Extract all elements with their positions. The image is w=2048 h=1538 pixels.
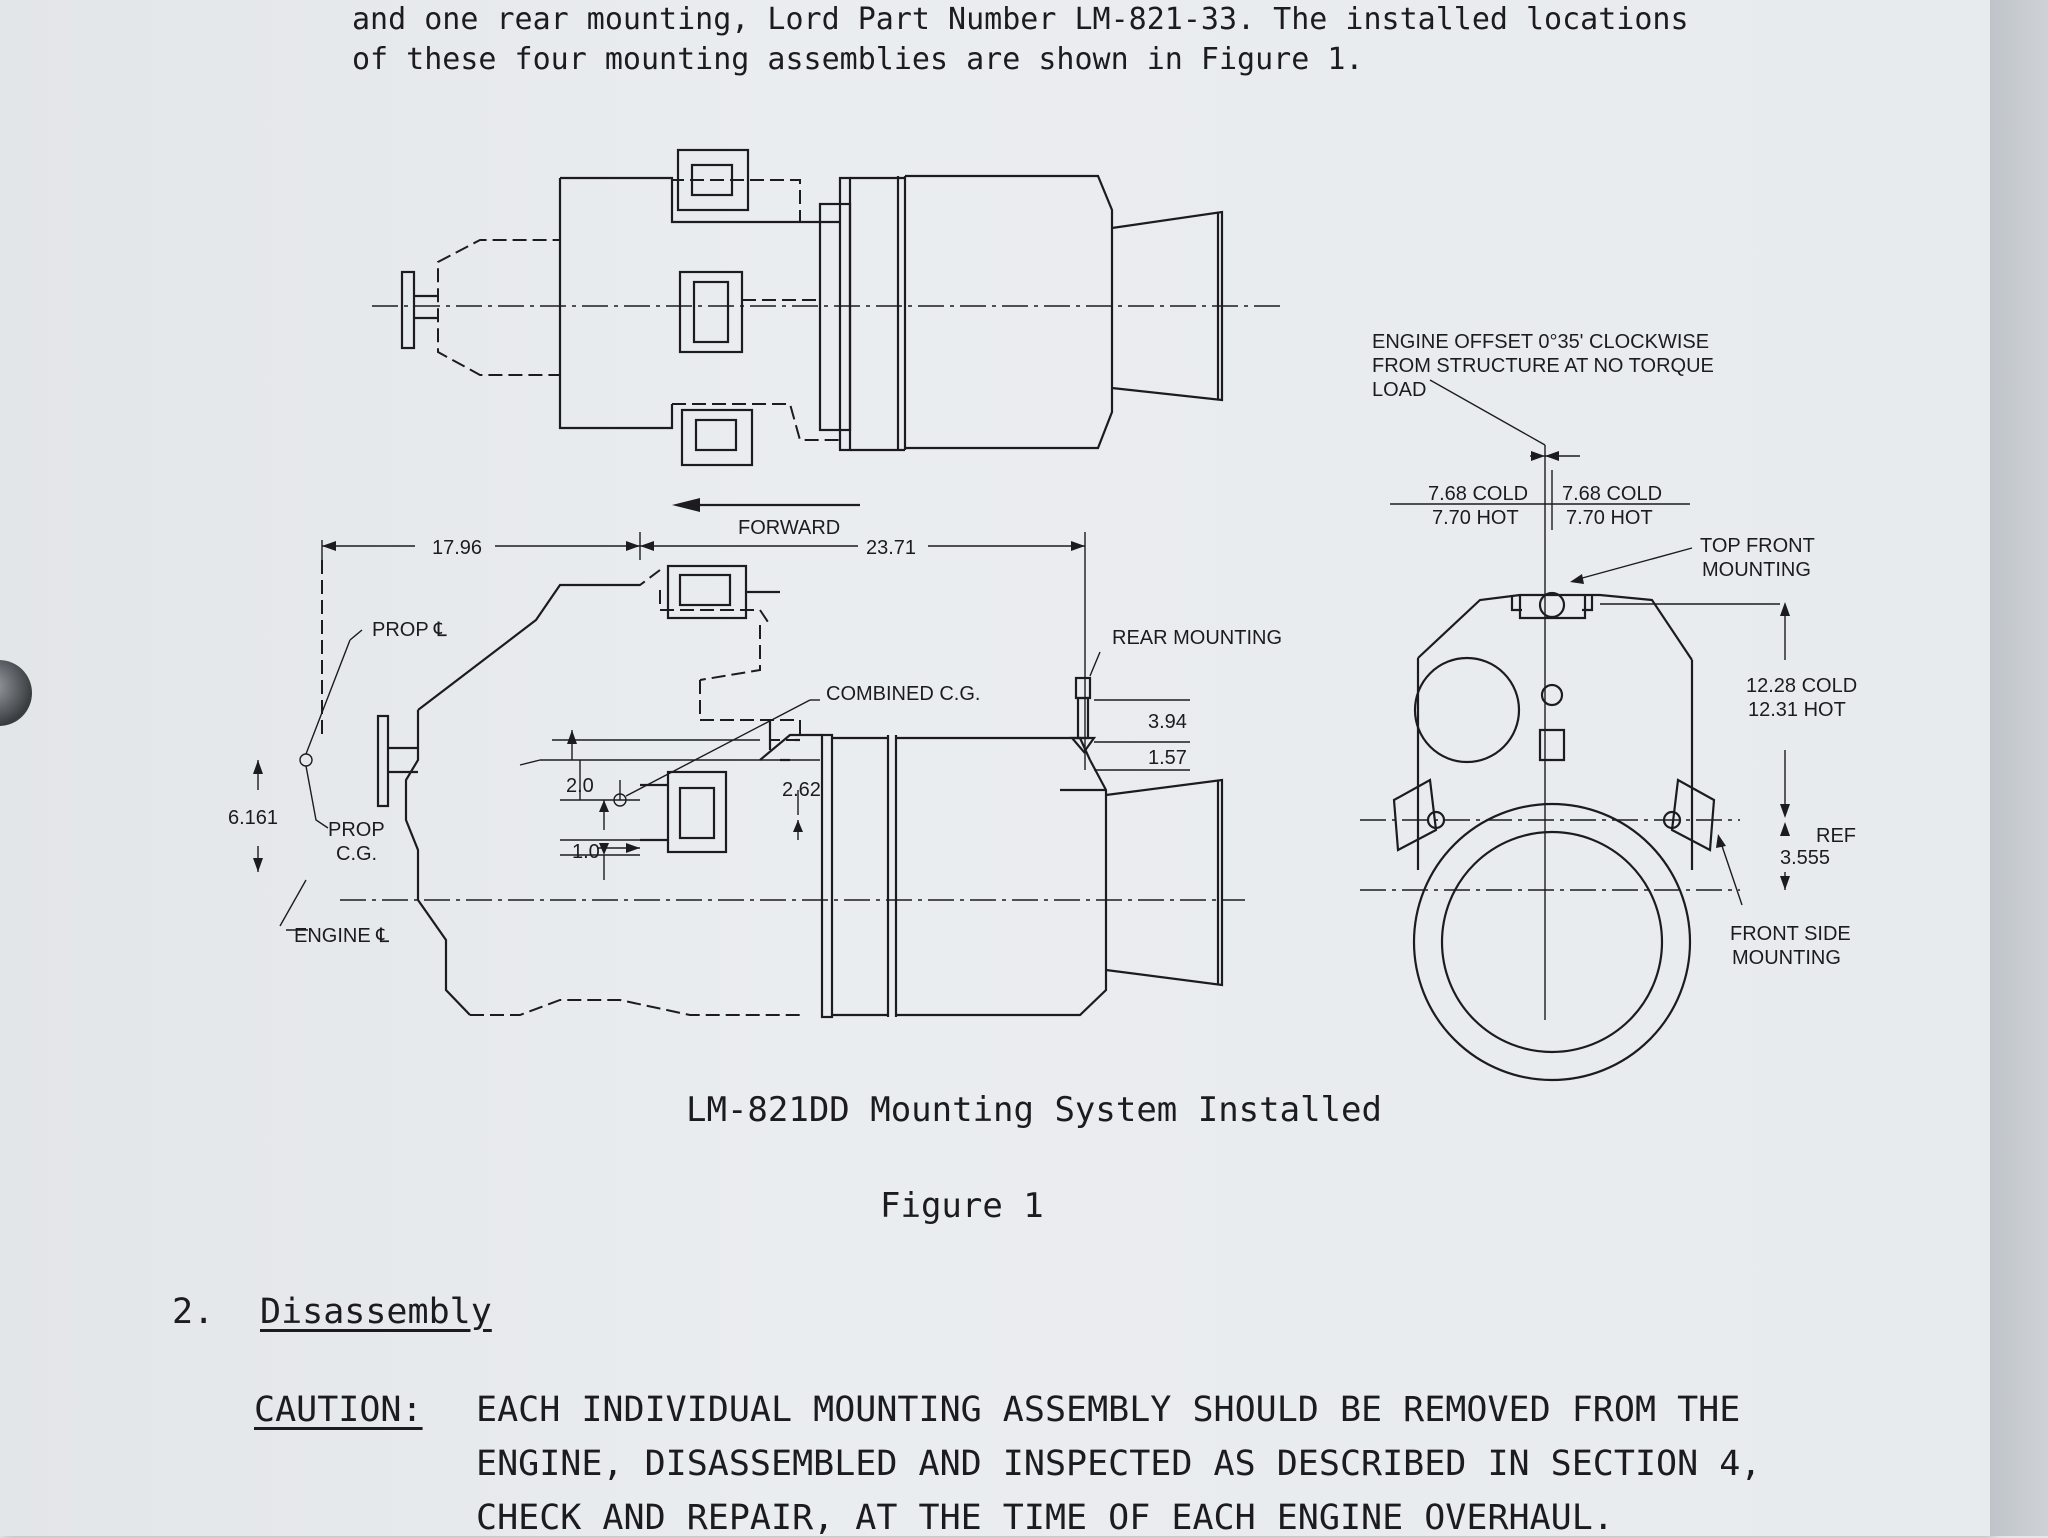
right-hot-dim: 7.70 HOT (1566, 507, 1653, 529)
intro-line-2: of these four mounting assemblies are sh… (352, 42, 1364, 77)
forward-arrow (672, 498, 860, 512)
section-number: 2. (172, 1292, 215, 1332)
side-view-drawing (321, 560, 1245, 1019)
height-hot-dim: 12.31 HOT (1748, 699, 1846, 721)
dim-23-71: 23.71 (866, 537, 916, 559)
top-dimension-line (321, 532, 1086, 680)
combined-cg-label: COMBINED C.G. (826, 683, 980, 705)
dim-3-94: 3.94 (1148, 711, 1187, 733)
dim-2-0: 2.0 (566, 775, 594, 797)
dim-2-62: 2.62 (782, 779, 821, 801)
front-side-mounting-label-2: MOUNTING (1732, 947, 1841, 969)
dim-17-96: 17.96 (432, 537, 482, 559)
section-title: Disassembly (260, 1292, 492, 1332)
offset-note-line-1: ENGINE OFFSET 0°35' CLOCKWISE (1372, 331, 1709, 353)
page-edge (1990, 0, 2048, 1536)
caution-line-2: ENGINE, DISASSEMBLED AND INSPECTED AS DE… (476, 1444, 1762, 1484)
dim-1-0: 1.0 (572, 841, 600, 863)
prop-centerline-label: PROP ℄ (372, 619, 447, 641)
rear-mounting-label: REAR MOUNTING (1112, 627, 1282, 649)
figure-caption-title: LM-821DD Mounting System Installed (686, 1090, 1382, 1130)
offset-note-line-2: FROM STRUCTURE AT NO TORQUE (1372, 355, 1714, 377)
prop-cg-label-2: C.G. (336, 843, 377, 865)
caution-line-3: CHECK AND REPAIR, AT THE TIME OF EACH EN… (476, 1498, 1614, 1538)
top-front-mounting-label-1: TOP FRONT (1700, 535, 1815, 557)
caution-label: CAUTION: (254, 1390, 423, 1430)
engine-centerline-label: ENGINE ℄ (294, 925, 389, 947)
side-dimension-marks (253, 629, 1190, 931)
end-view-drawing (1360, 379, 1790, 1082)
intro-line-1: and one rear mounting, Lord Part Number … (352, 2, 1689, 37)
caution-line-1: EACH INDIVIDUAL MOUNTING ASSEMBLY SHOULD… (476, 1390, 1741, 1430)
front-side-mounting-label-1: FRONT SIDE (1730, 923, 1851, 945)
dim-1-57: 1.57 (1148, 747, 1187, 769)
height-cold-dim: 12.28 COLD (1746, 675, 1857, 697)
top-front-mounting-label-2: MOUNTING (1702, 559, 1811, 581)
forward-label: FORWARD (738, 517, 840, 539)
offset-note-line-3: LOAD (1372, 379, 1426, 401)
ref-value: 3.555 (1780, 847, 1830, 869)
plan-view-drawing (372, 148, 1285, 467)
left-hot-dim: 7.70 HOT (1432, 507, 1519, 529)
figure-caption-number: Figure 1 (880, 1186, 1044, 1226)
document-page (0, 0, 1990, 1536)
ref-label: REF (1816, 825, 1856, 847)
prop-cg-label-1: PROP (328, 819, 385, 841)
left-cold-dim: 7.68 COLD (1428, 483, 1528, 505)
dim-6-161: 6.161 (228, 807, 278, 829)
right-cold-dim: 7.68 COLD (1562, 483, 1662, 505)
